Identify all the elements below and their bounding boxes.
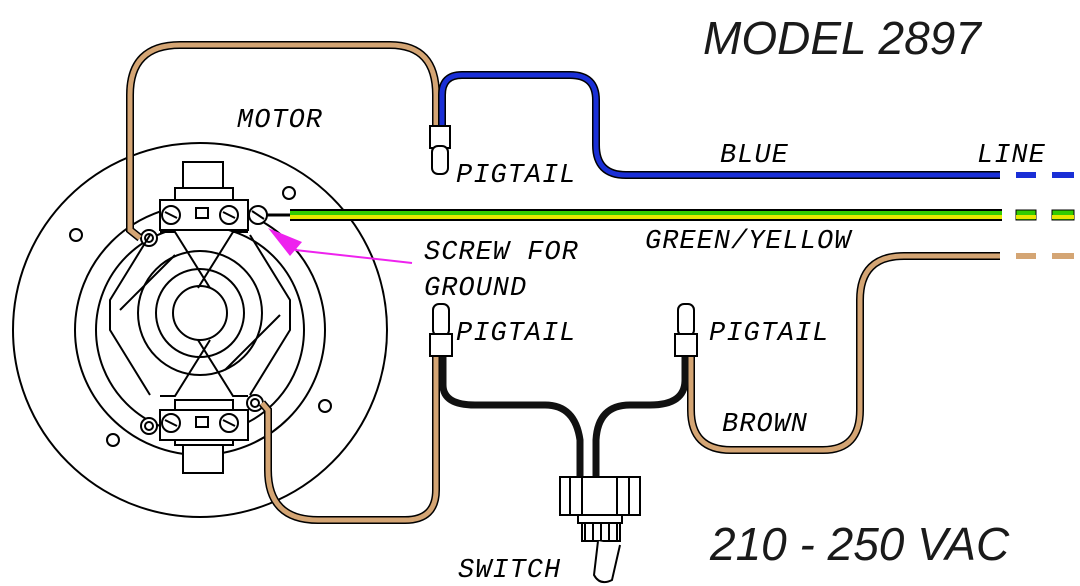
blue-label: BLUE [720, 141, 789, 171]
pigtail-right-label: PIGTAIL [709, 319, 829, 349]
green-yellow-label: GREEN/YELLOW [645, 227, 853, 257]
pigtail-right-connector [674, 303, 698, 357]
switch-label: SWITCH [458, 556, 561, 586]
black-wire-right [592, 356, 689, 478]
black-wire-left [439, 356, 584, 478]
pigtail-top-connector [429, 125, 451, 175]
pigtail-top-label: PIGTAIL [456, 161, 576, 191]
motor [12, 142, 388, 518]
voltage-label: 210 - 250 VAC [709, 518, 1010, 570]
line-label: LINE [977, 141, 1046, 171]
brown-label: BROWN [722, 410, 808, 440]
screw-label-line2: GROUND [424, 274, 527, 304]
model-title: MODEL 2897 [703, 12, 982, 64]
switch-icon [559, 476, 641, 584]
screw-label-line1: SCREW FOR [424, 238, 579, 268]
green-yellow-wire [266, 209, 1075, 221]
pigtail-left-label: PIGTAIL [456, 319, 576, 349]
motor-label: MOTOR [237, 106, 323, 136]
ground-arrow-icon [268, 228, 413, 264]
ground-screw-icon [248, 205, 268, 225]
pigtail-left-connector [429, 303, 453, 357]
